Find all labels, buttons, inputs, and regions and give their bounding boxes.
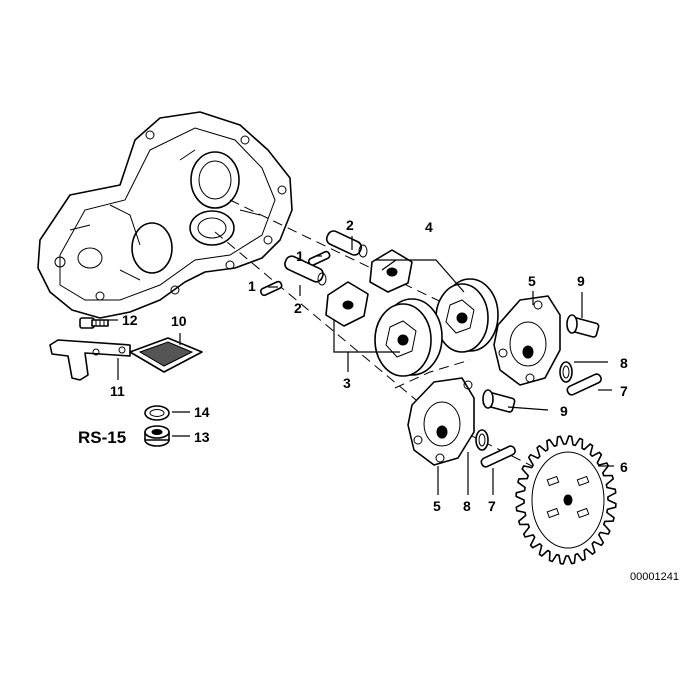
outer-rotor-upper <box>435 278 499 353</box>
label-1-upper: 1 <box>296 248 304 264</box>
label-8-upper: 8 <box>620 355 628 371</box>
crankcase-housing <box>37 111 293 319</box>
label-2-lower: 2 <box>294 300 302 316</box>
label-4: 4 <box>425 219 433 235</box>
bolt <box>79 317 109 329</box>
leader-lines <box>108 236 614 495</box>
pin-upper <box>566 373 602 396</box>
label-7-upper: 7 <box>620 383 628 399</box>
inner-rotor-lower <box>325 281 369 327</box>
filter-screen <box>129 337 203 373</box>
pump-cover-lower <box>407 377 475 466</box>
o-ring-lower <box>475 429 489 451</box>
diagram-number: 00001241 <box>630 571 679 583</box>
label-12: 12 <box>122 312 138 328</box>
label-5-lower: 5 <box>433 498 441 514</box>
outer-rotor-lower <box>374 298 443 377</box>
pin-lower <box>480 445 516 468</box>
group-code: RS-15 <box>78 428 126 447</box>
pump-cover-upper <box>493 295 561 386</box>
label-10: 10 <box>171 313 187 329</box>
pump-shafts <box>284 230 368 286</box>
label-3: 3 <box>343 375 351 391</box>
label-5-upper: 5 <box>528 273 536 289</box>
label-8-lower: 8 <box>463 498 471 514</box>
screw-plug <box>144 425 170 447</box>
screw-lower <box>482 389 516 413</box>
bracket <box>49 339 131 381</box>
label-7-lower: 7 <box>488 498 496 514</box>
label-9-lower: 9 <box>560 403 568 419</box>
label-2-upper: 2 <box>346 217 354 233</box>
screw-upper <box>566 314 600 338</box>
label-11: 11 <box>110 383 125 399</box>
inner-rotor-upper <box>369 249 413 293</box>
drive-gear <box>515 435 617 565</box>
part-labels: 1 1 2 2 3 4 5 5 6 7 7 8 8 9 9 10 11 12 1… <box>78 217 679 583</box>
label-6: 6 <box>620 459 628 475</box>
label-13: 13 <box>194 429 210 445</box>
label-9-upper: 9 <box>577 273 585 289</box>
o-ring-upper <box>559 361 573 383</box>
label-1-lower: 1 <box>248 278 256 294</box>
sealing-ring <box>144 405 170 421</box>
label-14: 14 <box>194 404 210 420</box>
